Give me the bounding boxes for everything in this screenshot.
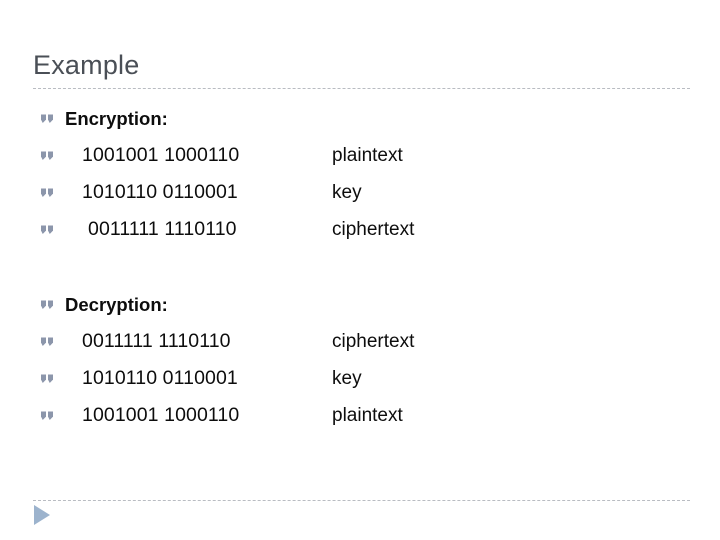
page-title: Example [33,50,140,80]
list-item: 1010110 0110001 key [0,360,720,397]
row-note: key [332,182,362,203]
list-item: 0011111 1110110 ciphertext [0,211,720,248]
list-item: 0011111 1110110 ciphertext [0,323,720,360]
double-quote-bullet-icon [41,188,55,197]
list-item: 1001001 1000110 plaintext [0,397,720,434]
content-group-encryption: Encryption: 1001001 1000110 plaintext 10… [0,100,720,248]
row-note: key [332,368,362,389]
row-note: plaintext [332,145,403,166]
binary-value: 0011111 1110110 [82,330,231,352]
row-note: ciphertext [332,331,415,352]
binary-value: 1010110 0110001 [82,181,238,203]
binary-value: 1010110 0110001 [82,367,238,389]
group-heading: Decryption: [65,294,168,315]
play-triangle-icon [34,505,50,525]
list-item: Decryption: [0,286,720,323]
slide-body: Encryption: 1001001 1000110 plaintext 10… [0,100,720,434]
double-quote-bullet-icon [41,337,55,346]
binary-value: 1001001 1000110 [82,404,240,426]
double-quote-bullet-icon [41,411,55,420]
group-heading: Encryption: [65,108,168,129]
double-quote-bullet-icon [41,300,55,309]
binary-value: 1001001 1000110 [82,144,240,166]
footer-divider-bottom [33,500,690,501]
list-item: 1010110 0110001 key [0,174,720,211]
list-item: 1001001 1000110 plaintext [0,137,720,174]
binary-value: 0011111 1110110 [88,218,237,240]
double-quote-bullet-icon [41,114,55,123]
double-quote-bullet-icon [41,151,55,160]
title-divider-top [33,88,690,89]
list-item: Encryption: [0,100,720,137]
content-group-decryption: Decryption: 0011111 1110110 ciphertext 1… [0,286,720,434]
double-quote-bullet-icon [41,374,55,383]
row-note: plaintext [332,405,403,426]
row-note: ciphertext [332,219,415,240]
double-quote-bullet-icon [41,225,55,234]
